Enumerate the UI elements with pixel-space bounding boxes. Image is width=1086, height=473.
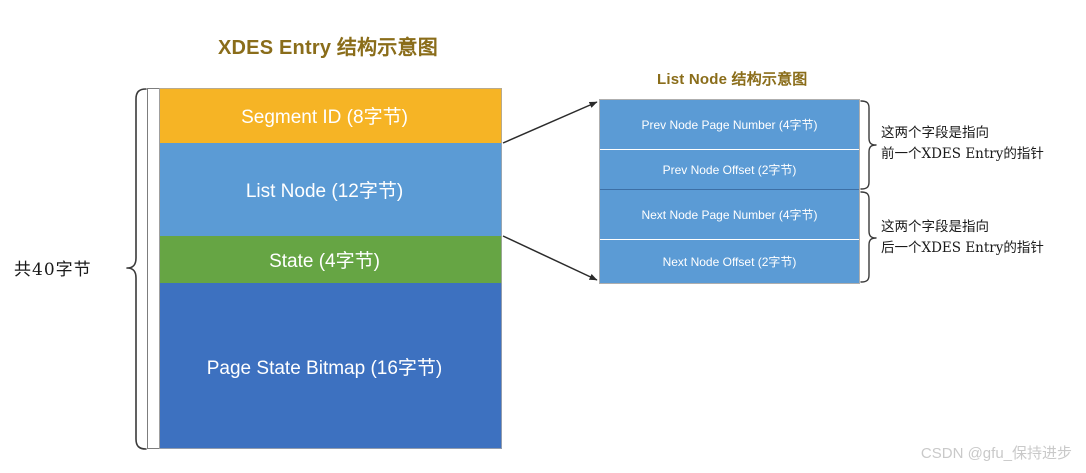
watermark-label: CSDN @gfu_保持进步 [920, 445, 1072, 462]
annotation-prev-pointer: 这两个字段是指向 前一个XDES Entry的指针 [881, 125, 1044, 162]
list-node-row-prev-node-offset: Prev Node Offset (2字节) [600, 150, 859, 190]
list-node-structure: Prev Node Page Number (4字节) Prev Node Of… [600, 100, 859, 283]
list-node-row-next-node-page-number: Next Node Page Number (4字节) [600, 190, 859, 240]
total-bytes-label: 共40字节 [14, 260, 92, 280]
xdes-entry-diagram-title: XDES Entry 结构示意图 [218, 37, 438, 59]
arrow-state-to-detail [502, 235, 598, 281]
list-node-row-next-node-offset: Next Node Offset (2字节) [600, 240, 859, 283]
total-bytes-brace [126, 88, 147, 450]
xdes-entry-structure: Segment ID (8字节) List Node (12字节) State … [147, 88, 502, 449]
annotation-next-pointer: 这两个字段是指向 后一个XDES Entry的指针 [881, 219, 1044, 256]
xdes-block-page-state-bitmap: Page State Bitmap (16字节) [147, 283, 502, 449]
xdes-block-list-node: List Node (12字节) [147, 143, 502, 236]
xdes-block-segment-id: Segment ID (8字节) [147, 88, 502, 143]
list-node-row-prev-node-page-number: Prev Node Page Number (4字节) [600, 100, 859, 150]
xdes-block-state: State (4字节) [147, 236, 502, 283]
arrow-list-node-to-detail [502, 101, 598, 144]
list-node-diagram-title: List Node 结构示意图 [657, 71, 808, 88]
brace-prev-pointer [860, 100, 877, 190]
brace-next-pointer [860, 191, 877, 283]
